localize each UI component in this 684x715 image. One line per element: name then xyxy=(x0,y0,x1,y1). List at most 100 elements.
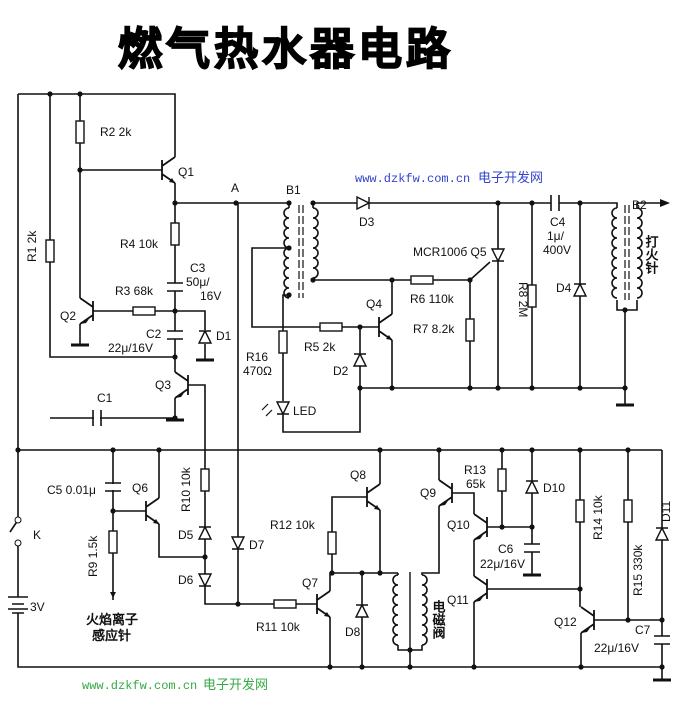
r13-resistor xyxy=(497,468,507,492)
b2-secondary-coil xyxy=(636,207,643,299)
d3-diode xyxy=(356,195,371,211)
label-q2: Q2 xyxy=(60,309,76,323)
junction-dot xyxy=(407,664,413,670)
label-d11: D11 xyxy=(659,501,673,522)
label-q11: Q11 xyxy=(447,593,469,607)
junction-dot xyxy=(110,447,116,453)
label-b1: B1 xyxy=(286,183,301,197)
label-c4-value: 1μ/ xyxy=(547,229,565,243)
battery-icon xyxy=(8,596,28,614)
q8-emitter-arrow xyxy=(374,505,380,510)
label-battery: 3V xyxy=(30,600,45,614)
label-r15: R15 330k xyxy=(631,544,645,596)
c6-capacitor xyxy=(524,543,540,553)
junction-dot xyxy=(625,447,631,453)
d8-diode xyxy=(354,603,370,618)
watermark-bottom: www.dzkfw.com.cn 电子开发网 xyxy=(82,677,268,693)
junction-dot xyxy=(377,570,383,576)
junction-dot xyxy=(156,447,162,453)
junction-dot xyxy=(467,277,473,283)
valve-coil-b-coil xyxy=(421,574,428,646)
junction-dot xyxy=(202,554,208,560)
q1-emitter-arrow xyxy=(169,178,175,183)
c1-capacitor xyxy=(92,410,102,426)
r16-resistor xyxy=(278,330,288,354)
label-d8: D8 xyxy=(345,625,361,639)
junction-dot xyxy=(495,200,501,206)
label-q4: Q4 xyxy=(366,297,382,311)
label-r6: R6 110k xyxy=(410,292,455,306)
label-r11: R11 10k xyxy=(256,620,301,634)
q10-emitter-arrow xyxy=(474,535,483,540)
d2-diode xyxy=(352,352,368,367)
junction-dot xyxy=(436,447,442,453)
label-r8: R8 2M xyxy=(516,282,530,317)
label-switch-k: K xyxy=(33,528,41,542)
junction-dot xyxy=(407,647,413,653)
r10-resistor xyxy=(200,468,210,492)
q6-transistor xyxy=(145,497,160,525)
c5-capacitor xyxy=(105,482,121,492)
b2-primary-coil xyxy=(611,207,618,299)
junction-dot xyxy=(467,385,473,391)
r9-resistor xyxy=(108,530,118,554)
junction-dot xyxy=(577,586,583,592)
label-sensor-pin: 感应针 xyxy=(92,628,131,644)
label-r14: R14 10k xyxy=(591,494,605,540)
ignition-arrow-icon xyxy=(660,199,670,207)
junction-dot xyxy=(47,91,53,97)
junction-dot xyxy=(286,292,292,298)
junction-dot xyxy=(15,447,21,453)
c4-capacitor xyxy=(550,195,560,211)
r11-resistor xyxy=(273,599,297,609)
q12-emitter-arrow xyxy=(581,628,590,633)
label-r3: R3 68k xyxy=(115,284,154,298)
q5-thyristor-diode xyxy=(490,248,506,263)
r4-resistor xyxy=(170,222,180,246)
label-d2: D2 xyxy=(333,364,349,378)
label-c7-value: 22μ/16V xyxy=(594,641,639,655)
c7-capacitor xyxy=(654,635,670,645)
switch-contact xyxy=(14,516,22,524)
label-r9: R9 1.5k xyxy=(86,535,100,577)
label-c2-value: 22μ/16V xyxy=(108,341,153,355)
junction-dot xyxy=(578,664,584,670)
r12-resistor xyxy=(327,531,337,555)
junction-dot xyxy=(172,200,178,206)
junction-dot xyxy=(357,324,363,330)
r3-resistor xyxy=(132,306,156,316)
r7-resistor xyxy=(465,318,475,342)
junction-dot xyxy=(286,200,292,206)
q12-transistor xyxy=(580,606,595,634)
label-b2: B2 xyxy=(632,198,647,212)
component-labels: R2 2k Q1 A B1 D3 R4 10k R1 2k C3 50μ/ 16… xyxy=(25,125,673,655)
junction-dot xyxy=(357,385,363,391)
d11-diode xyxy=(654,526,670,541)
junction-dot xyxy=(622,307,628,313)
label-r5: R5 2k xyxy=(304,340,336,354)
r1-resistor xyxy=(45,239,55,263)
junction-dot xyxy=(377,447,383,453)
q9-transistor xyxy=(438,479,453,507)
d6-diode xyxy=(197,573,213,588)
junction-dot xyxy=(329,570,335,576)
label-solenoid-valve: 电磁阀 xyxy=(430,599,446,640)
q3-emitter-arrow xyxy=(175,393,184,398)
junction-dot xyxy=(327,664,333,670)
junction-dot xyxy=(529,200,535,206)
watermark-name: 电子开发网 xyxy=(478,170,543,186)
label-q3: Q3 xyxy=(155,378,171,392)
junction-dot xyxy=(359,664,365,670)
label-c3-voltage: 16V xyxy=(200,289,221,303)
junction-dot xyxy=(389,385,395,391)
label-d10: D10 xyxy=(543,481,565,495)
label-r16: R16 xyxy=(246,350,268,364)
led-light-icon xyxy=(261,403,273,417)
watermark-name: 电子开发网 xyxy=(203,677,268,693)
r5-resistor xyxy=(319,322,343,332)
junction-dot xyxy=(659,664,665,670)
label-c2: C2 xyxy=(146,327,162,341)
label-r16-value: 470Ω xyxy=(243,364,272,378)
label-d1: D1 xyxy=(216,329,232,343)
